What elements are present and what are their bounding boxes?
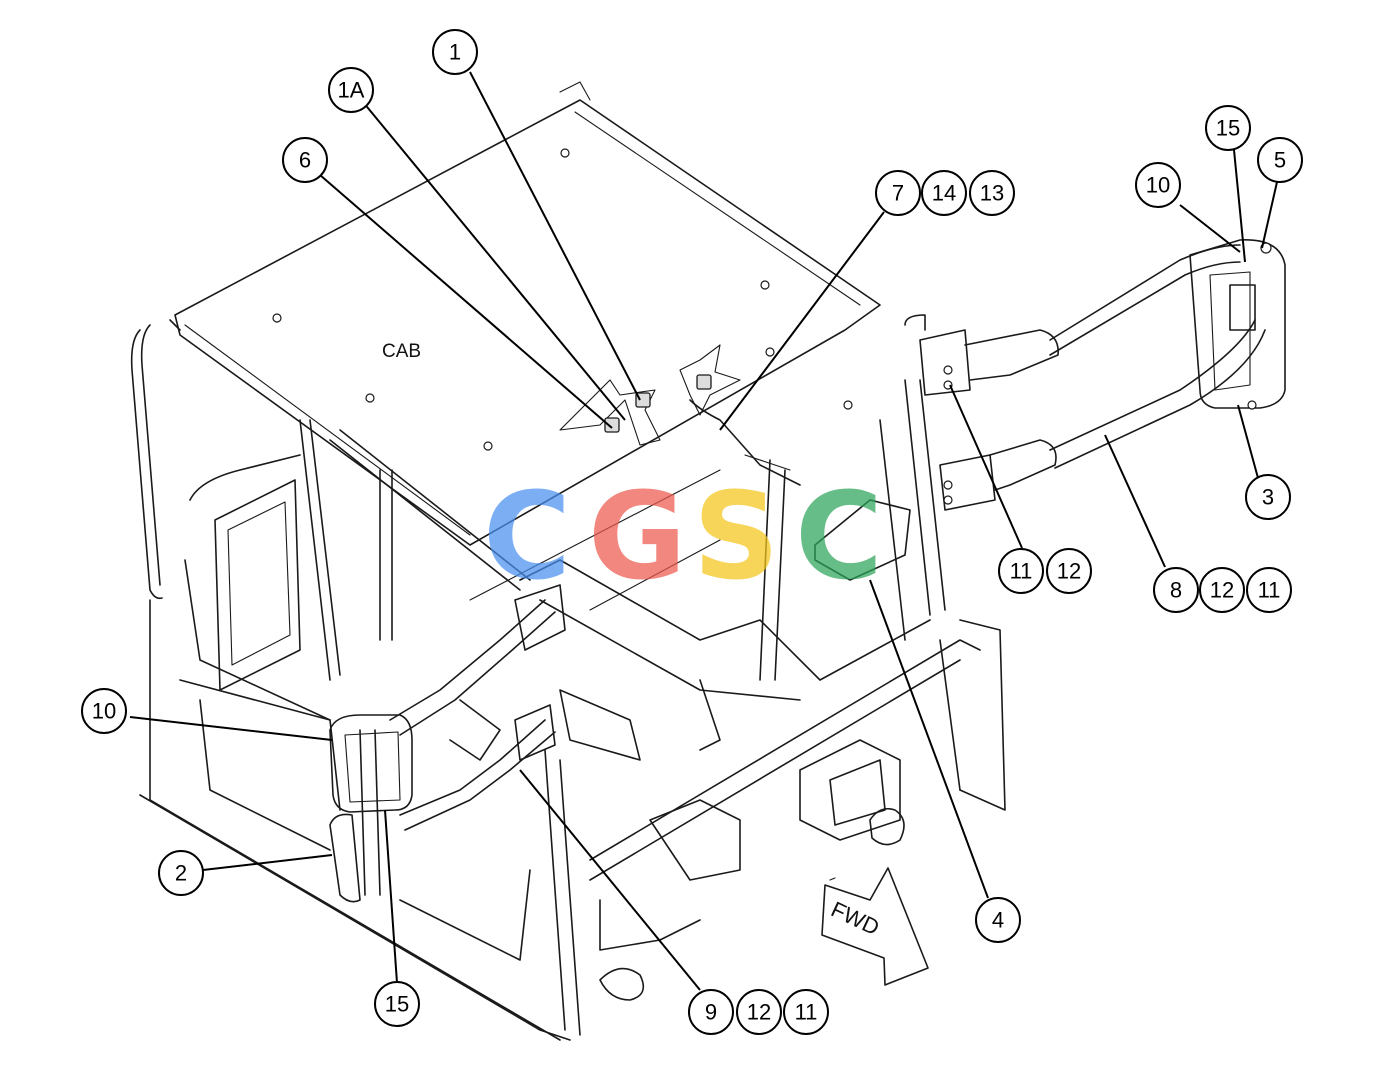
- watermark-logo: C G S C: [483, 468, 883, 607]
- watermark-letter-3: S: [693, 468, 779, 607]
- callout-15-left: 15: [374, 981, 420, 1027]
- callout-5: 5: [1257, 137, 1303, 183]
- svg-text:14: 14: [932, 181, 956, 206]
- watermark-letter-1: C: [483, 468, 571, 607]
- svg-text:1: 1: [449, 40, 461, 65]
- svg-text:5: 5: [1274, 148, 1286, 173]
- svg-text:11: 11: [1258, 578, 1281, 603]
- svg-text:10: 10: [92, 699, 116, 724]
- svg-text:1A: 1A: [338, 78, 365, 103]
- svg-text:11: 11: [795, 1000, 818, 1025]
- callout-14-top: 14: [921, 170, 967, 216]
- watermark-letter-2: G: [588, 468, 687, 607]
- svg-text:8: 8: [1170, 578, 1182, 603]
- svg-text:10: 10: [1146, 173, 1170, 198]
- callout-bubbles: 1 1A 6 7 14 13 10 15 5 3 11 12 8 12 11: [81, 29, 1303, 1035]
- svg-text:11: 11: [1010, 559, 1033, 584]
- leader-lines: [129, 71, 1278, 991]
- svg-text:9: 9: [705, 1000, 717, 1025]
- callout-12-bottom: 12: [736, 989, 782, 1035]
- svg-text:15: 15: [1216, 116, 1240, 141]
- callout-11-right: 11: [1246, 567, 1292, 613]
- svg-text:13: 13: [980, 181, 1004, 206]
- callout-15-right: 15: [1205, 105, 1251, 151]
- callout-8: 8: [1153, 567, 1199, 613]
- callout-9: 9: [688, 989, 734, 1035]
- watermark-letter-4: C: [795, 468, 883, 607]
- callout-4: 4: [975, 897, 1021, 943]
- callout-12-mid: 12: [1046, 548, 1092, 594]
- roof-bolts: [272, 148, 853, 451]
- callout-1a: 1A: [328, 67, 374, 113]
- callout-13-top: 13: [969, 170, 1015, 216]
- callout-11-bottom: 11: [783, 989, 829, 1035]
- cab-label: CAB: [382, 341, 421, 362]
- svg-text:12: 12: [1210, 578, 1234, 603]
- callout-10-left: 10: [81, 688, 127, 734]
- forward-arrow: FWD: [821, 867, 929, 986]
- left-mirror-assembly: [329, 584, 566, 903]
- callout-2: 2: [158, 850, 204, 896]
- callout-7: 7: [875, 170, 921, 216]
- right-lower-mirror-arm: [939, 319, 1266, 511]
- svg-text:3: 3: [1262, 485, 1274, 510]
- svg-text:12: 12: [747, 1000, 771, 1025]
- svg-text:4: 4: [992, 908, 1004, 933]
- callout-10-right: 10: [1135, 162, 1181, 208]
- callout-3: 3: [1245, 474, 1291, 520]
- callout-12-right: 12: [1199, 567, 1245, 613]
- svg-text:2: 2: [175, 861, 187, 886]
- svg-text:15: 15: [385, 992, 409, 1017]
- callout-6: 6: [282, 137, 328, 183]
- cab-line-art: [130, 81, 1286, 1041]
- callout-1: 1: [432, 29, 478, 75]
- forward-arrow-label: FWD: [827, 896, 883, 940]
- svg-text:6: 6: [299, 148, 311, 173]
- right-upper-mirror-arm: [904, 239, 1286, 409]
- callout-11-mid: 11: [998, 548, 1044, 594]
- svg-text:12: 12: [1057, 559, 1081, 584]
- svg-text:7: 7: [892, 181, 904, 206]
